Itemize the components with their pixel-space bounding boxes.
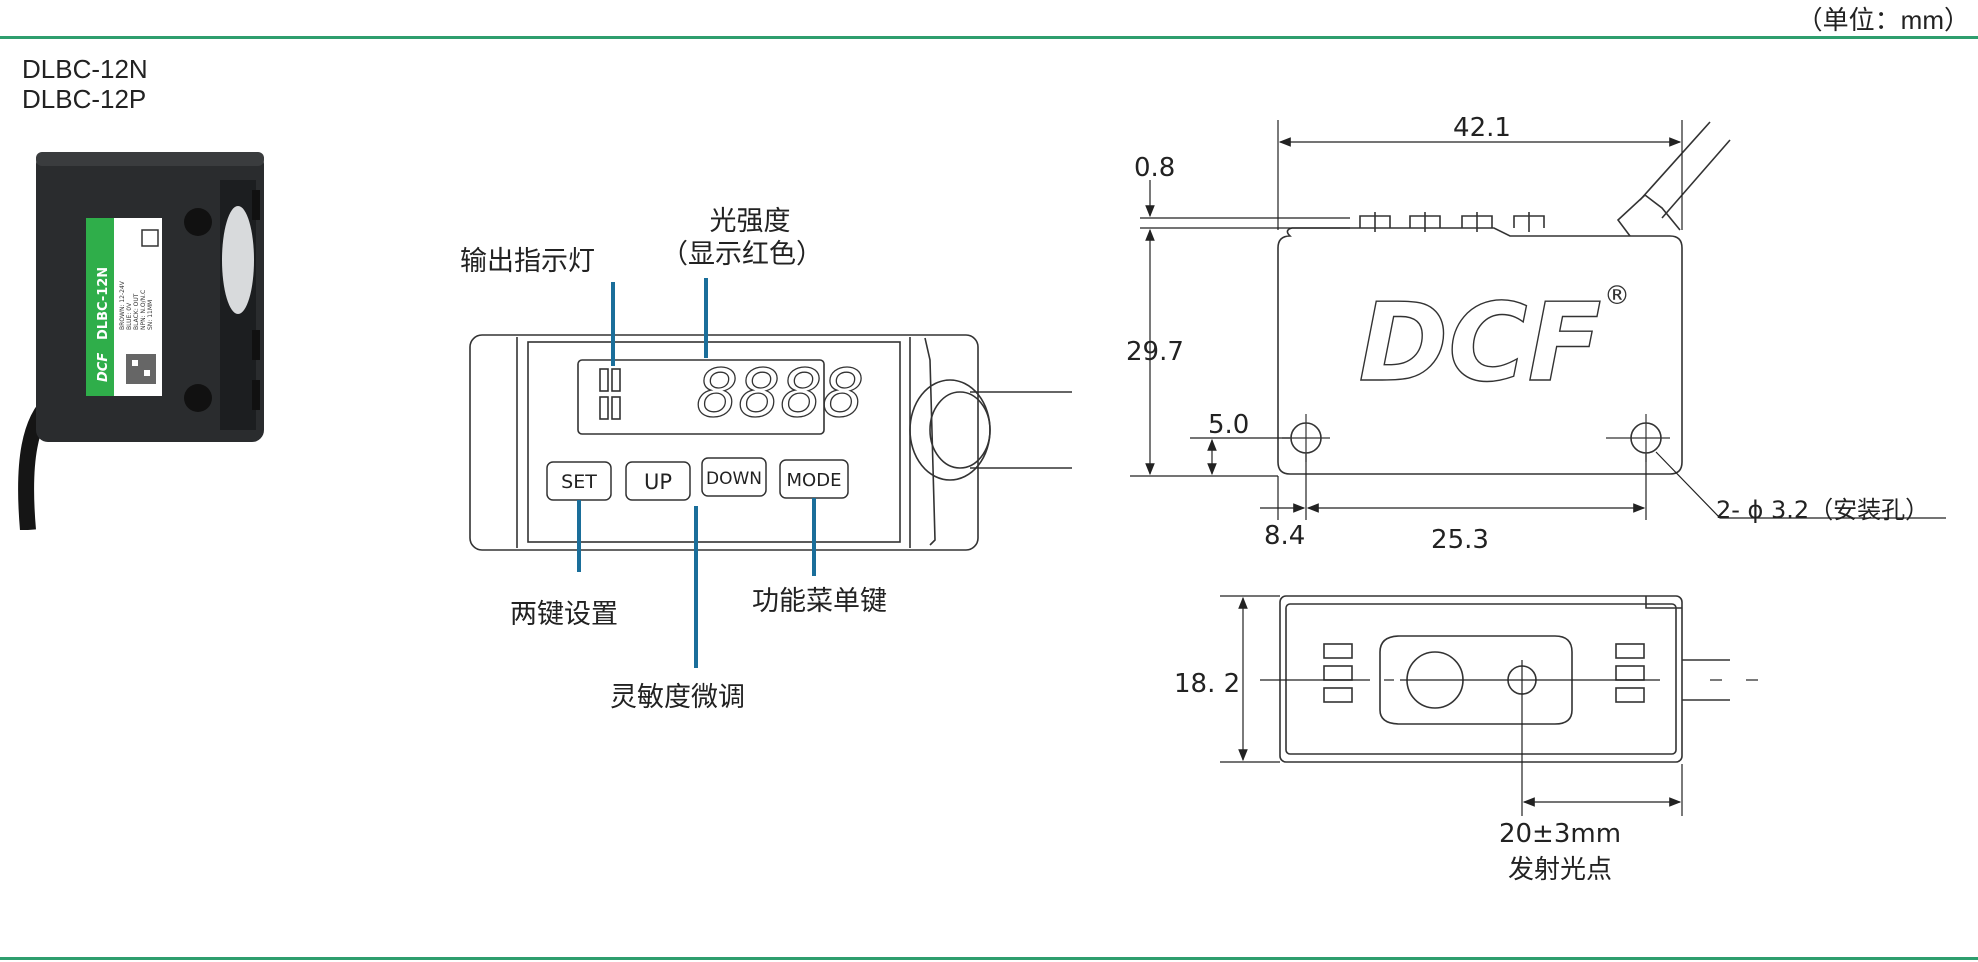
callout-function-menu: 功能菜单键 <box>752 586 887 617</box>
label-model: DLBC-12N <box>96 267 111 340</box>
registered-mark: ® <box>1604 281 1630 311</box>
panel-face <box>527 341 901 543</box>
label-line-3: BLACK: OUT <box>133 293 140 330</box>
display-window <box>577 359 825 435</box>
callout-light-intensity-note: （显示红色） <box>661 239 823 270</box>
callout-two-key: 两键设置 <box>510 599 618 630</box>
model-name-2: DLBC-12P <box>22 84 147 114</box>
model-name-1: DLBC-12N <box>22 54 148 84</box>
dim-hole-spacing: 25.3 <box>1431 525 1489 555</box>
label-line-4: NPN: N.O/N.C <box>140 290 147 330</box>
down-button[interactable] <box>701 457 767 497</box>
spot-label: 发射光点 <box>1508 855 1612 885</box>
dim-height: 29.7 <box>1126 337 1184 367</box>
label-line-1: BROWN: 12-24V <box>119 280 126 330</box>
emitter-window <box>1379 635 1573 725</box>
bottom-view-outline <box>1279 595 1683 763</box>
arrows-icon <box>141 229 159 247</box>
panel-outline <box>469 334 979 551</box>
lens <box>222 206 254 314</box>
dim-top-gap: 0.8 <box>1134 153 1175 183</box>
seven-seg-display: 8888 <box>696 355 864 432</box>
callout-lines <box>577 278 816 668</box>
product-photo: DCF DLBC-12N BROWN: 12-24V BLUE: 0V BLAC… <box>18 152 264 530</box>
callout-sensitivity: 灵敏度微调 <box>610 682 745 713</box>
label-green-strip <box>86 218 114 396</box>
dimension-drawing: DCF ® 42.1 0.8 29.7 5.0 8.4 25.3 2- ϕ 3.… <box>1126 113 1946 885</box>
dim-bottom-height: 18. 2 <box>1174 669 1240 699</box>
label-brand: DCF <box>96 353 111 382</box>
qr-code <box>126 354 156 384</box>
bottom-divider <box>0 957 1978 960</box>
drawing-brand: DCF <box>1359 281 1602 406</box>
unit-label: （单位：mm） <box>1796 5 1970 35</box>
dim-spot-distance: 20±3mm <box>1499 819 1621 849</box>
panel-drawing: 8888 SET UP DOWN MODE 输出指示灯 光强度 （显示红色） 两… <box>460 206 1072 713</box>
down-button-label: DOWN <box>706 469 762 489</box>
dim-hole-left: 8.4 <box>1264 521 1305 551</box>
set-button-label: SET <box>561 471 597 493</box>
callout-light-intensity: 光强度 <box>710 206 791 237</box>
top-divider <box>0 36 1978 39</box>
dim-mount-holes: 2- ϕ 3.2（安装孔） <box>1716 496 1929 524</box>
up-button-label: UP <box>644 470 672 494</box>
dim-hole-vertical: 5.0 <box>1208 410 1249 440</box>
label-line-5: SN: 11MM <box>147 300 154 330</box>
mode-button-label: MODE <box>787 470 842 491</box>
callout-output-indicator: 输出指示灯 <box>460 246 595 277</box>
dim-width: 42.1 <box>1453 113 1511 143</box>
up-button[interactable] <box>625 461 691 501</box>
label-line-2: BLUE: 0V <box>126 302 133 330</box>
